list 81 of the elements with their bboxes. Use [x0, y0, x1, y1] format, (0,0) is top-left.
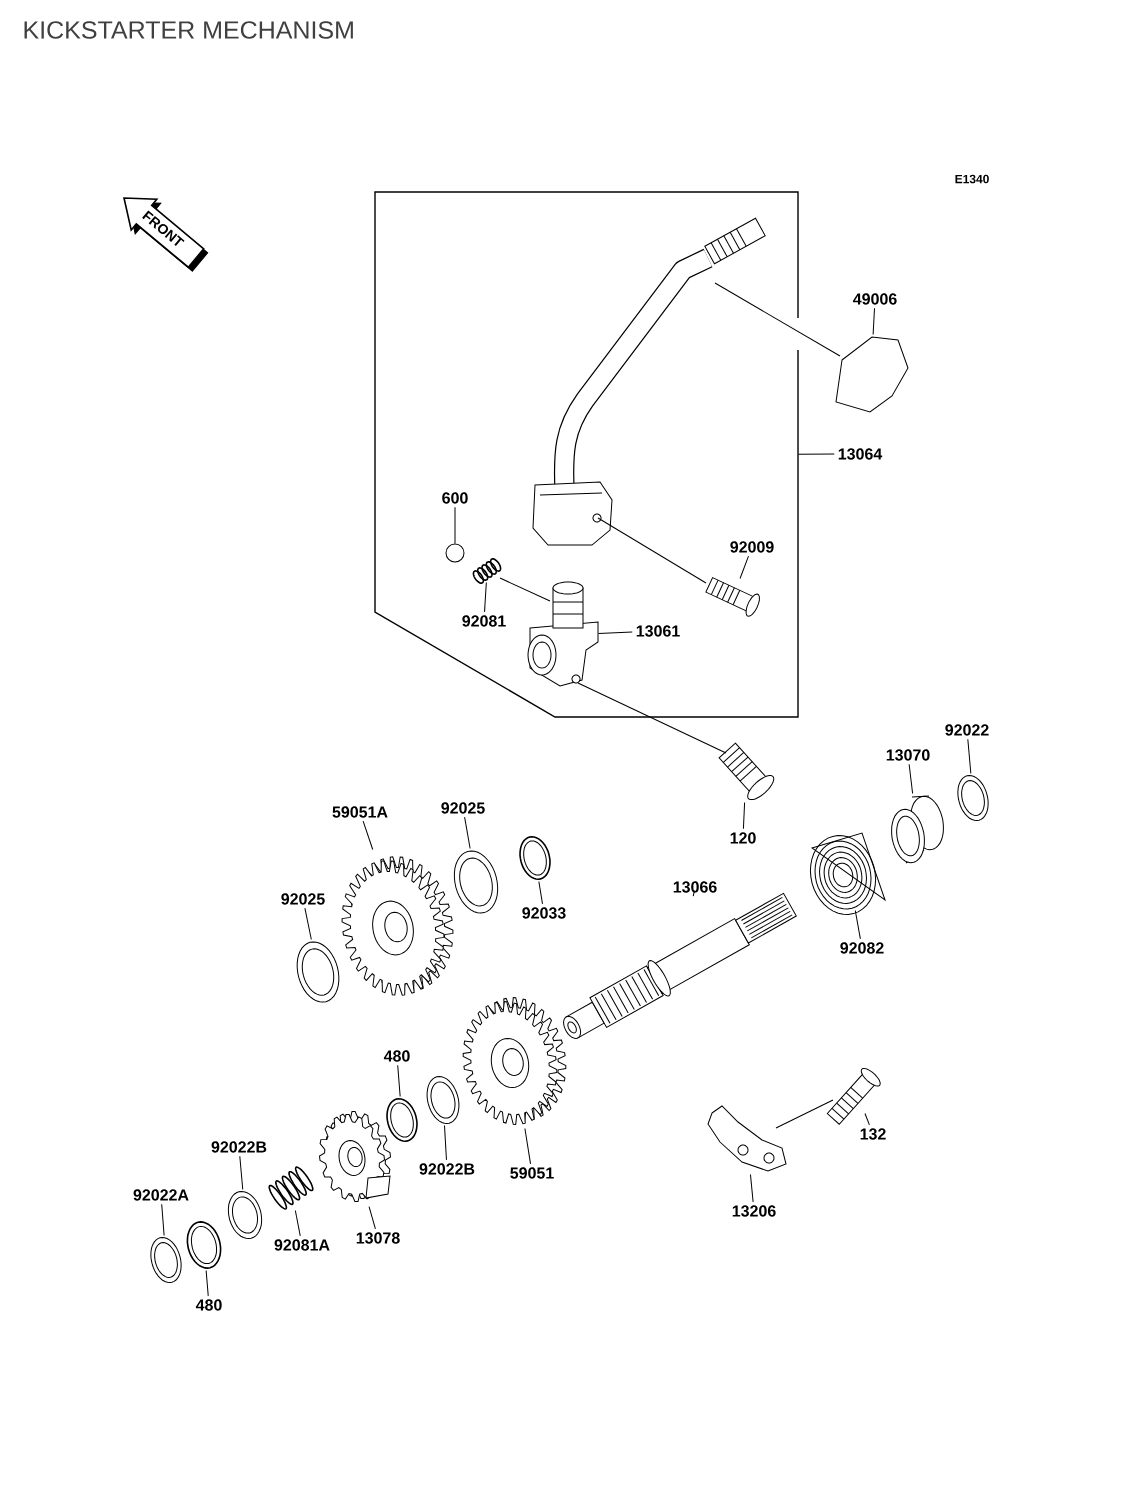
leader-line	[524, 1128, 532, 1165]
assembly-line	[577, 682, 727, 754]
callout-number: 600	[442, 492, 468, 504]
leader-line	[854, 910, 861, 940]
ball	[445, 543, 465, 563]
callout-number: 480	[195, 1299, 222, 1311]
leader-line	[484, 582, 487, 613]
washer	[426, 1076, 460, 1124]
callout-number: 92081A	[274, 1239, 330, 1251]
spring-drawing	[268, 1166, 314, 1210]
callout-number: 92022	[945, 724, 989, 736]
gear-drawing	[341, 856, 454, 996]
callout-number: 92025	[281, 893, 325, 905]
callout-number: 92025	[441, 802, 485, 814]
washer	[296, 941, 340, 1003]
leader-line	[362, 820, 374, 850]
ratchet-holder-drawing	[527, 581, 599, 687]
spring-drawing	[472, 558, 502, 584]
callout-number: 92081	[462, 615, 506, 627]
leader-line	[908, 763, 914, 794]
washer	[150, 1236, 182, 1284]
leader-line	[397, 1064, 401, 1097]
callout-number: 92022A	[133, 1189, 189, 1201]
leader-line	[464, 816, 471, 849]
leader-line	[304, 907, 312, 940]
assembly-line	[597, 517, 707, 584]
leader-line	[454, 506, 456, 544]
assembly-line	[775, 1099, 834, 1129]
washer	[453, 850, 499, 914]
callout-number: 59051	[510, 1167, 554, 1179]
leader-line	[598, 631, 633, 634]
callout-number: 120	[730, 832, 756, 844]
circlip	[519, 836, 551, 880]
callout-number: 92082	[840, 942, 884, 954]
callout-number: 13064	[838, 448, 883, 460]
bolt-drawing	[826, 1067, 881, 1125]
washer	[227, 1191, 263, 1239]
leader-line	[368, 1206, 376, 1230]
callout-number: 13078	[356, 1232, 400, 1244]
callout-number: 13070	[886, 749, 930, 761]
callout-number: 13066	[673, 881, 717, 893]
leader-line	[967, 738, 972, 774]
drawing-code: E1340	[955, 174, 989, 184]
leader-line	[798, 453, 835, 455]
leader-line	[444, 1125, 447, 1161]
leader-line	[692, 890, 695, 897]
callout-number: 92033	[522, 907, 566, 919]
leader-line	[864, 1113, 870, 1126]
bolt-drawing	[705, 577, 760, 617]
assembly-frame	[374, 191, 799, 718]
callout-number: 13061	[636, 625, 680, 637]
pedal-cover-drawing	[835, 336, 909, 413]
leader-line	[205, 1270, 209, 1297]
assembly-line	[499, 577, 551, 602]
callout-number: 480	[383, 1050, 410, 1062]
leader-line	[742, 802, 746, 830]
leader-line	[749, 1174, 754, 1203]
circlip	[386, 1098, 418, 1142]
callout-number: 49006	[853, 293, 897, 305]
assembly-line	[714, 282, 841, 357]
leader-line	[739, 555, 750, 579]
title: KICKSTARTER MECHANISM	[24, 21, 353, 39]
callout-number: 132	[860, 1128, 886, 1140]
leader-line	[294, 1210, 301, 1237]
leader-line	[239, 1155, 244, 1190]
coil-spring-drawing	[809, 832, 886, 915]
spring-guide-drawing	[891, 795, 944, 864]
leader-line	[161, 1203, 165, 1236]
circlip	[186, 1221, 222, 1269]
guide-plate-drawing	[707, 1105, 787, 1172]
callout-number: 92022B	[211, 1141, 267, 1153]
ratchet-gear-drawing	[319, 1111, 391, 1202]
gear-drawing	[462, 997, 567, 1125]
leader-line	[872, 307, 875, 335]
leader-line	[538, 881, 543, 905]
callout-number: 59051A	[332, 806, 388, 818]
washer	[957, 774, 989, 822]
callout-number: 13206	[732, 1205, 776, 1217]
callout-number: 92009	[730, 541, 774, 553]
bolt-drawing	[718, 742, 775, 801]
callout-number: 92022B	[419, 1163, 475, 1175]
